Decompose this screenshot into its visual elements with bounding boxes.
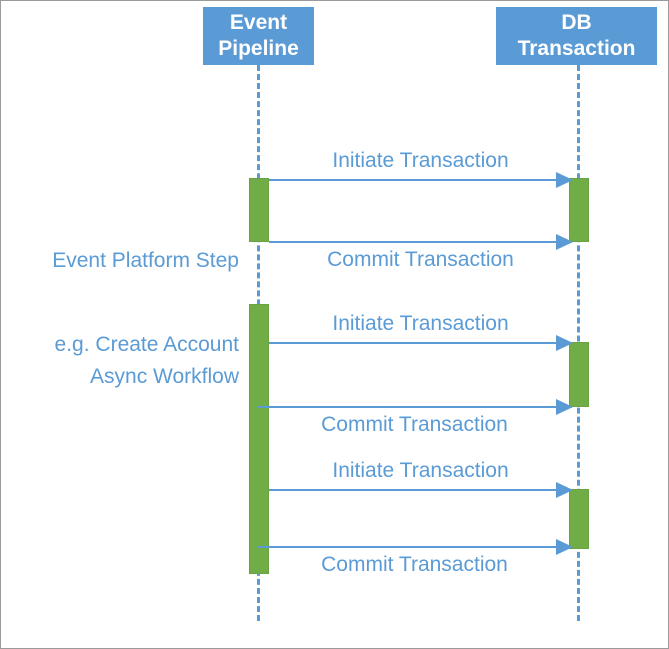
note-event-platform-step: Event Platform Step e.g. Create Account [11, 191, 239, 415]
arrow-head-icon [556, 234, 573, 250]
participant-event-pipeline-line1: Event [229, 11, 288, 34]
arrow-head-icon [556, 482, 573, 498]
arrow-head-icon [556, 539, 573, 555]
message-label: Initiate Transaction [332, 459, 509, 482]
note-event-platform-step-line2: e.g. Create Account [54, 333, 239, 356]
message-label: Commit Transaction [321, 413, 508, 436]
activation-db-transaction-2 [569, 342, 589, 407]
message-line [269, 342, 572, 344]
participant-db-transaction-line2: Transaction [517, 37, 636, 60]
participant-db-transaction[interactable]: DB Transaction [496, 7, 657, 65]
message-label: Initiate Transaction [332, 312, 509, 335]
arrow-head-icon [556, 172, 573, 188]
message-line [269, 241, 572, 243]
note-async-workflow: Async Workflow [11, 307, 239, 447]
activation-db-transaction-1 [569, 178, 589, 242]
participant-db-transaction-line1: DB [561, 11, 592, 34]
message-line [269, 489, 572, 491]
message-line [257, 546, 572, 548]
arrow-head-icon [556, 399, 573, 415]
message-label: Initiate Transaction [332, 149, 509, 172]
message-line [257, 406, 572, 408]
arrow-head-icon [556, 335, 573, 351]
note-event-platform-step-line1: Event Platform Step [52, 249, 239, 272]
note-async-workflow-line1: Async Workflow [90, 365, 239, 388]
message-line [269, 179, 572, 181]
participant-event-pipeline[interactable]: Event Pipeline [203, 7, 314, 65]
message-label: Commit Transaction [321, 553, 508, 576]
message-label: Commit Transaction [327, 248, 514, 271]
activation-db-transaction-3 [569, 489, 589, 549]
activation-event-pipeline-1 [249, 178, 269, 242]
participant-event-pipeline-line2: Pipeline [218, 37, 299, 60]
activation-event-pipeline-2 [249, 304, 269, 574]
